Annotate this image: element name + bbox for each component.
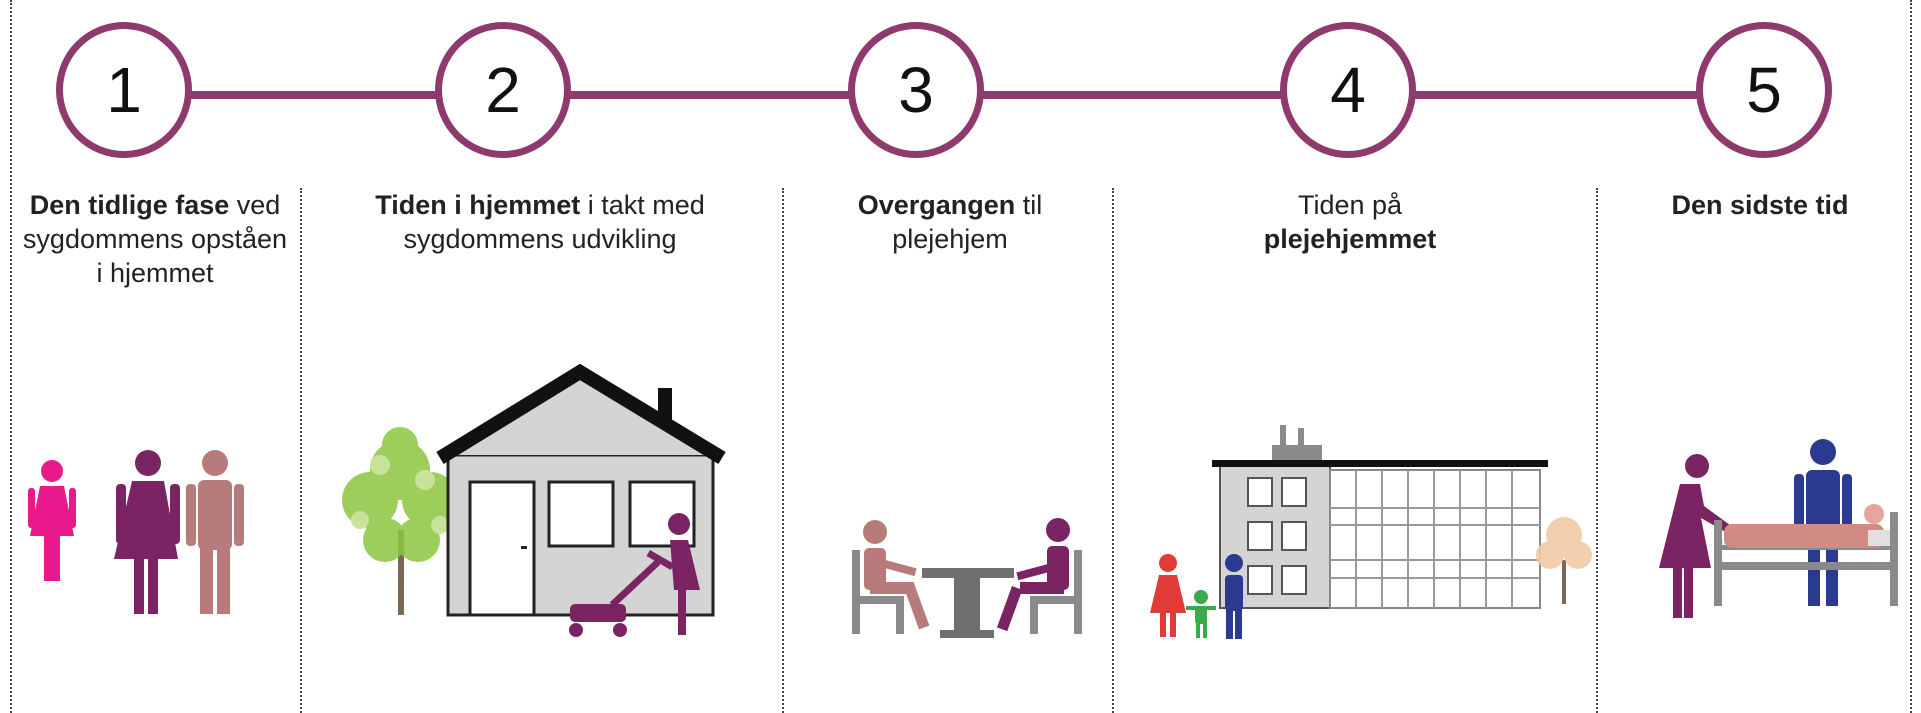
step-5-caption: Den sidste tid <box>1620 188 1900 222</box>
step-2-caption: Tiden i hjemmet i takt med sygdommens ud… <box>330 188 750 256</box>
step-1-caption-text: ved sygdommens opståen i hjemmet <box>22 190 288 288</box>
step-3-circle: 3 <box>848 22 984 158</box>
family-icon <box>1150 554 1243 639</box>
lawnmower-person-icon <box>569 513 700 637</box>
step-1-caption: Den tidlige fase ved sygdommens opståen … <box>20 188 290 290</box>
nursing-home-icon <box>1212 425 1592 609</box>
step-2-caption-text: i takt med sygdommens udvikling <box>403 190 705 254</box>
step-4-caption-text: Tiden på <box>1297 190 1403 220</box>
step-3-caption: Overgangen til plejehjem <box>820 188 1080 256</box>
step-3-caption-text: til plejehjem <box>892 190 1043 254</box>
step-2-circle: 2 <box>435 22 571 158</box>
divider-2 <box>782 188 784 713</box>
left-border <box>10 0 12 713</box>
women-couple-icon <box>28 450 244 614</box>
right-border <box>1910 0 1912 713</box>
step-2-caption-bold: Tiden i hjemmet <box>375 190 581 220</box>
table-chairs-icon <box>852 518 1082 638</box>
divider-3 <box>1112 188 1114 713</box>
step-4-caption: Tiden på plejehjemmet <box>1240 188 1460 256</box>
step-3-caption-bold: Overgangen <box>857 190 1016 220</box>
step-5-caption-bold: Den sidste tid <box>1671 190 1849 220</box>
divider-1 <box>300 188 302 713</box>
hospital-bed-icon <box>1714 439 1898 606</box>
step-1-circle: 1 <box>56 22 192 158</box>
house-icon <box>436 363 726 617</box>
step-4-circle: 4 <box>1280 22 1416 158</box>
step-4-caption-bold: plejehjemmet <box>1263 224 1437 254</box>
divider-4 <box>1596 188 1598 713</box>
step-1-caption-bold: Den tidlige fase <box>29 190 230 220</box>
caregiver-icon <box>1659 454 1734 618</box>
step-5-circle: 5 <box>1696 22 1832 158</box>
tree-icon <box>342 427 458 615</box>
